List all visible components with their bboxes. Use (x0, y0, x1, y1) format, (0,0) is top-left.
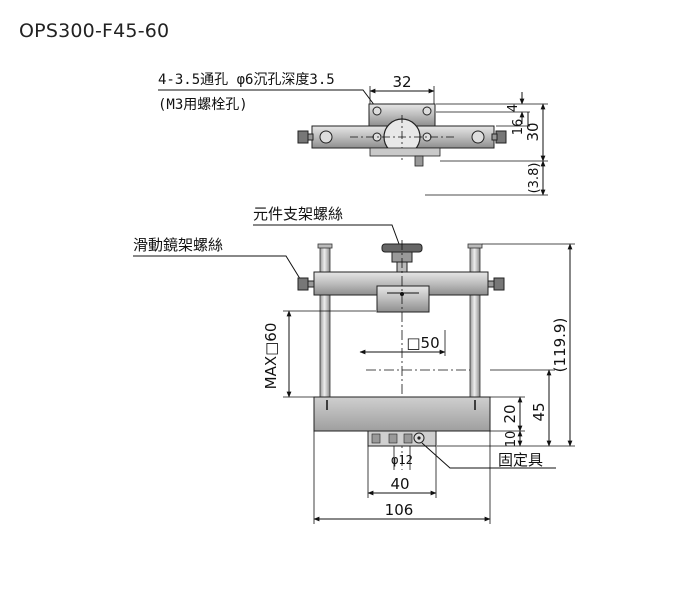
hole-note-line1: 4-3.5通孔 φ6沉孔深度3.5 (158, 72, 335, 88)
base-block (313, 396, 491, 432)
dim-sq50: □50 (406, 334, 439, 352)
dim-20: 20 (501, 404, 519, 423)
mount-hole (422, 106, 432, 116)
dim-106: 106 (385, 501, 414, 519)
label-element-screw: 元件支架螺絲 (253, 205, 343, 223)
label-fixture: 固定具 (498, 451, 543, 469)
top-view: 4-3.5通孔 φ6沉孔深度3.5 (M3用螺栓孔) 32 (158, 72, 548, 196)
dim-45: 45 (530, 402, 548, 421)
support-rod (469, 246, 481, 398)
dim-16: 16 (511, 119, 526, 136)
knob-icon (493, 277, 505, 291)
knob-icon (297, 130, 309, 144)
label-slide-screw: 滑動鏡架螺絲 (133, 236, 223, 254)
dim-32: 32 (392, 73, 411, 91)
page-title: OPS300-F45-60 (19, 20, 170, 42)
knob-icon (297, 277, 309, 291)
dim-40: 40 (390, 475, 409, 493)
dim-3-8: (3.8) (527, 163, 542, 194)
hole-note-leader (158, 89, 379, 111)
dim-10: 10 (504, 431, 519, 448)
support-rod (319, 246, 331, 398)
dim-119-9: (119.9) (551, 318, 569, 373)
front-view: 元件支架螺絲 滑動鏡架螺絲 MAX□60 □50 (133, 205, 575, 524)
dim-max60: MAX□60 (262, 323, 280, 390)
dim-30: 30 (524, 122, 542, 141)
dim-phi12: φ12 (391, 453, 413, 467)
dim-4: 4 (506, 104, 521, 112)
element-holder (376, 285, 430, 313)
hole-note-line2: (M3用螺栓孔) (158, 97, 248, 113)
mount-hole (372, 106, 382, 116)
